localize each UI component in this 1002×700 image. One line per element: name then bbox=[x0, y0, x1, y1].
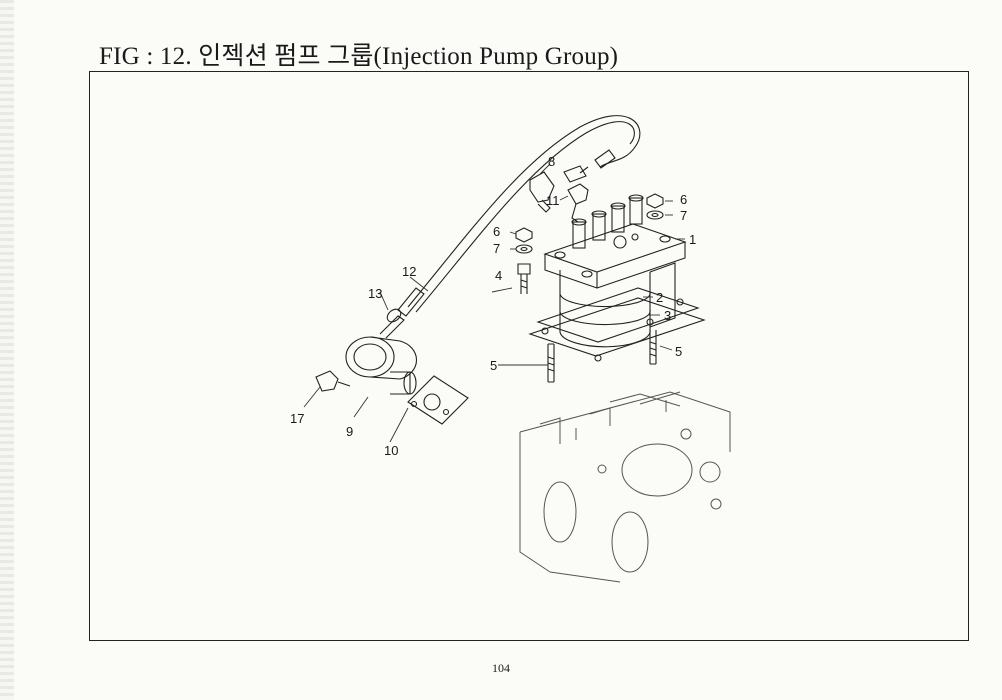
fitting-17 bbox=[315, 370, 339, 392]
callout-6-right: 6 bbox=[680, 192, 687, 207]
diagram-frame: 1 2 3 4 5 5 6 6 7 7 8 9 10 11 12 13 17 bbox=[89, 71, 969, 641]
washer-7-left bbox=[515, 244, 533, 254]
callout-9: 9 bbox=[346, 424, 353, 439]
nut-6-left bbox=[515, 227, 533, 243]
page-spine-edge bbox=[0, 0, 14, 700]
pump-body bbox=[559, 270, 651, 348]
callout-10: 10 bbox=[384, 443, 398, 458]
callout-5-left: 5 bbox=[490, 358, 497, 373]
solenoid-9 bbox=[345, 336, 395, 378]
flange-plate-10 bbox=[407, 375, 469, 425]
fuel-hose bbox=[407, 115, 641, 308]
elbow-11 bbox=[567, 183, 589, 205]
callout-6-left: 6 bbox=[493, 224, 500, 239]
callout-17: 17 bbox=[290, 411, 304, 426]
gasket-3 bbox=[528, 297, 706, 357]
page-number: 104 bbox=[492, 661, 510, 675]
callout-7-left: 7 bbox=[493, 241, 500, 256]
engine-block-outline bbox=[519, 391, 731, 583]
callout-3: 3 bbox=[664, 308, 671, 323]
callout-13: 13 bbox=[368, 286, 382, 301]
gasket-2 bbox=[536, 287, 700, 343]
callout-4: 4 bbox=[495, 268, 502, 283]
callout-12: 12 bbox=[402, 264, 416, 279]
nut-6-right bbox=[646, 193, 664, 209]
callout-5-right: 5 bbox=[675, 344, 682, 359]
callout-11: 11 bbox=[546, 193, 560, 208]
callout-2: 2 bbox=[656, 290, 663, 305]
figure-title: FIG : 12. 인젝션 펌프 그룹(Injection Pump Group… bbox=[99, 43, 619, 70]
stud-right bbox=[649, 330, 657, 365]
hose-sleeve bbox=[397, 287, 425, 317]
exploded-parts-diagram: 1 2 3 4 5 5 6 6 7 7 8 9 10 11 12 13 17 bbox=[290, 115, 731, 583]
fitting-8 bbox=[529, 171, 555, 203]
callout-7-right: 7 bbox=[680, 208, 687, 223]
callout-leaders bbox=[303, 163, 685, 443]
callout-8: 8 bbox=[548, 154, 555, 169]
callout-1: 1 bbox=[689, 232, 696, 247]
bolt-4 bbox=[517, 263, 531, 275]
washer-7-right bbox=[646, 210, 664, 220]
hose-fitting-right bbox=[594, 149, 616, 169]
